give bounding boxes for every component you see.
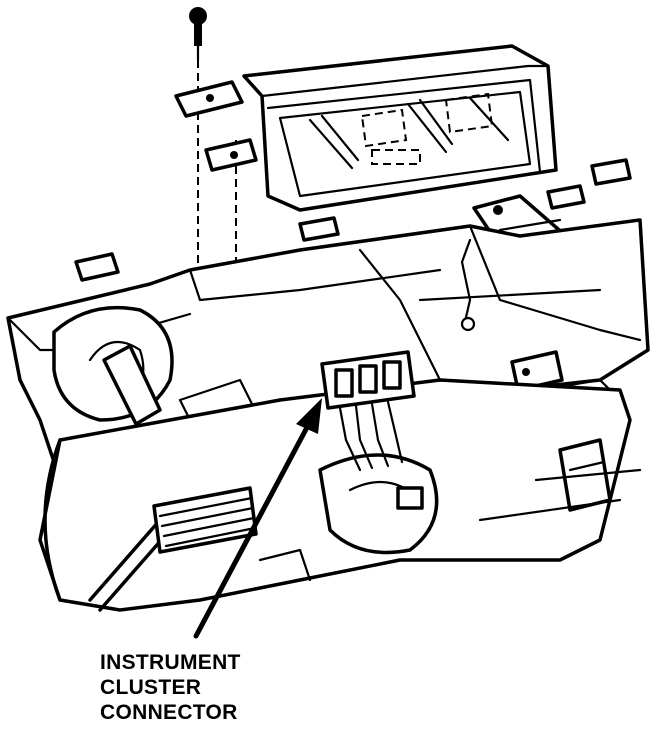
dash-carrier (6, 218, 650, 482)
left-bracket (174, 80, 258, 172)
screw-icon (189, 7, 207, 62)
callout-line-1: INSTRUMENT (100, 651, 241, 674)
callout-label: INSTRUMENT CLUSTER CONNECTOR (100, 650, 320, 725)
callout-line-2: CLUSTER (100, 676, 202, 699)
lower-shroud (38, 378, 642, 612)
callout-line-3: CONNECTOR (100, 701, 238, 724)
instrument-cluster (242, 44, 558, 212)
callout-arrow (193, 398, 322, 639)
retaining-clips (74, 158, 632, 282)
cluster-connector (320, 350, 416, 472)
